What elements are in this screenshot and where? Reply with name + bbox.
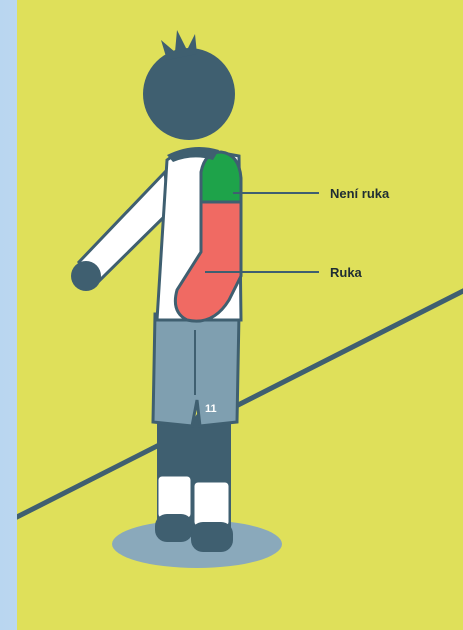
player-left-boot xyxy=(155,514,193,542)
player-right-boot xyxy=(191,522,233,552)
player-left-sock xyxy=(158,476,191,518)
illustration-svg: 11 Není ruka Ruka xyxy=(17,0,463,630)
player-left-sock-stripe xyxy=(158,462,191,469)
handball-rule-illustration: 11 Není ruka Ruka xyxy=(17,0,463,630)
not-arm-label: Není ruka xyxy=(330,186,390,201)
arm-label: Ruka xyxy=(330,265,363,280)
shirt-number-label: 11 xyxy=(205,403,217,415)
player-right-sock-stripe xyxy=(194,468,229,475)
player-head xyxy=(143,48,235,140)
not-arm-zone-highlight xyxy=(201,152,241,202)
player-right-sock xyxy=(194,482,229,526)
player-far-hand xyxy=(71,261,101,291)
